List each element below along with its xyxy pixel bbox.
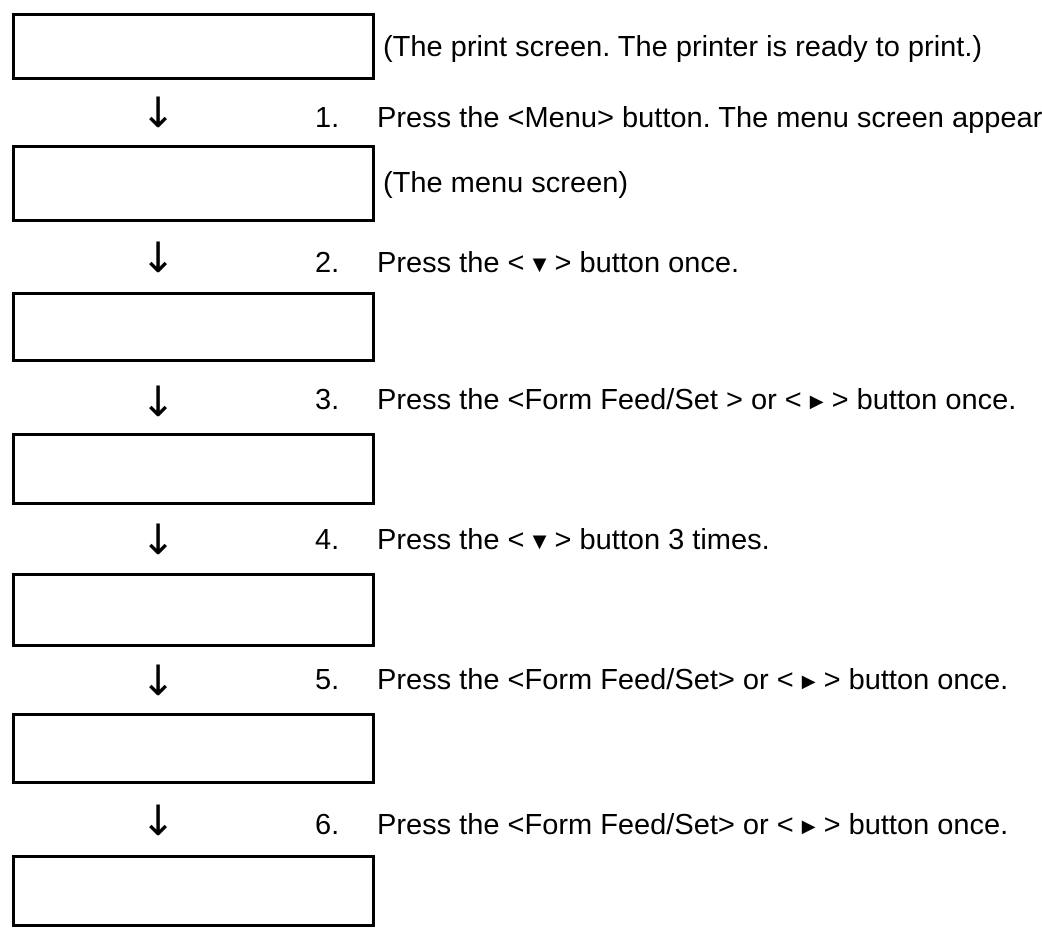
screen-annotation: (The menu screen) — [383, 167, 628, 199]
step-number: 5. — [315, 664, 340, 696]
down-arrow-icon: ↓ — [140, 233, 176, 282]
down-arrow-icon: ↓ — [140, 656, 176, 705]
step-number: 6. — [315, 809, 340, 841]
down-arrow-icon: ↓ — [140, 796, 176, 845]
step-number: 3. — [315, 384, 340, 416]
instruction-step-4: 4. Press the < ▼ > button 3 times. — [315, 525, 770, 557]
lcd-screen-box-4: 2:Maintenance Init NVM — [12, 433, 375, 505]
step-number: 4. — [315, 524, 340, 556]
step-text: Press the <Form Feed/Set> or < ▶ > butto… — [377, 809, 1009, 841]
step-text: Press the < ▼ > button once. — [377, 247, 740, 279]
lcd-screen-box-3: Menu 2:Maintenance — [12, 292, 375, 362]
step-text: Press the <Form Feed/Set > or < ▶ > butt… — [377, 384, 1017, 416]
instruction-step-1: 1. Press the <Menu> button. The menu scre… — [315, 103, 1042, 133]
lcd-screen-box-6: ColorRegiCorrect Correction Chart — [12, 713, 375, 784]
instruction-step-5: 5. Press the <Form Feed/Set> or < ▶ > but… — [315, 665, 1008, 697]
lcd-line: Menu — [25, 220, 372, 222]
step-number: 2. — [315, 247, 340, 279]
step-text: Press the <Form Feed/Set> or < ▶ > butto… — [377, 664, 1009, 696]
step-text: Press the < ▼ > button 3 times. — [377, 524, 770, 556]
down-arrow-icon: ↓ — [140, 515, 176, 564]
step-text: Press the <Menu> button. The menu screen… — [377, 102, 1042, 134]
step-number: 1. — [315, 102, 340, 134]
lcd-screen-box-7: Correction Chart Ready to Print — [12, 855, 375, 927]
instruction-step-6: 6. Press the <Form Feed/Set> or < ▶ > but… — [315, 810, 1008, 842]
instruction-step-2: 2. Press the < ▼ > button once. — [315, 248, 739, 280]
instruction-step-3: 3. Press the <Form Feed/Set > or < ▶ > bu… — [315, 385, 1016, 417]
down-arrow-icon: ↓ — [140, 88, 176, 137]
lcd-screen-box-5: 2:Maintenance ColorRegiCorrect — [12, 573, 375, 647]
down-arrow-icon: ↓ — [140, 377, 176, 426]
lcd-screen-box-2: Menu 1:System — [12, 145, 375, 222]
screen-annotation: (The print screen. The printer is ready … — [383, 31, 983, 63]
lcd-screen-box-1: Ready to Print — [12, 13, 375, 80]
